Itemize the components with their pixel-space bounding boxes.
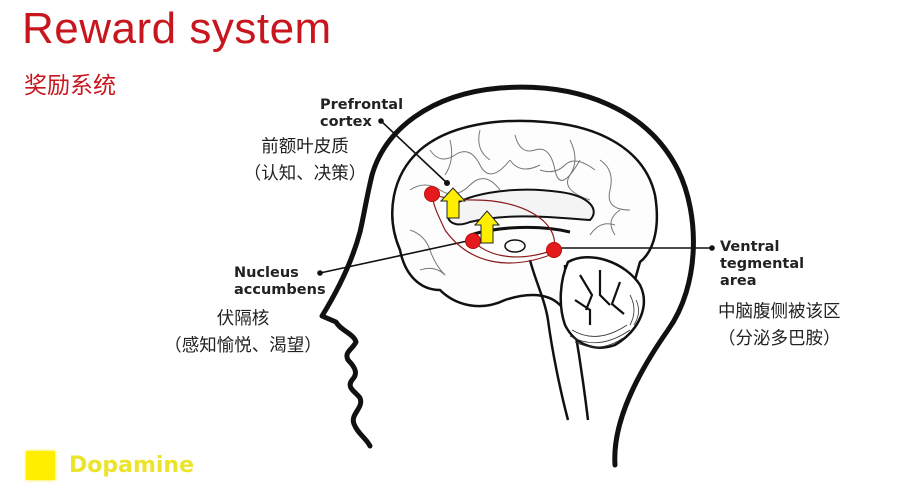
page-title: Reward system: [22, 4, 332, 53]
prefrontal-cortex-marker[interactable]: [424, 186, 440, 202]
dopamine-swatch-icon: [26, 451, 55, 480]
nucleus-accumbens-label-cn: 伏隔核 （感知愉悦、渴望）: [148, 306, 338, 360]
legend: Dopamine: [26, 451, 194, 480]
label-line: accumbens: [234, 282, 326, 298]
prefrontal-cortex-label-en: Prefrontal cortex: [320, 97, 403, 131]
label-line: area: [720, 273, 757, 289]
label-line: cortex: [320, 114, 372, 130]
cerebellum: [559, 256, 646, 349]
region-function-cn: （感知愉悦、渴望）: [164, 336, 322, 356]
ventral-tegmental-area-label-en: Ventral tegmental area: [720, 239, 804, 290]
nucleus-accumbens-marker[interactable]: [465, 233, 481, 249]
prefrontal-cortex-label-cn: 前额叶皮质 （认知、决策）: [225, 134, 385, 188]
region-function-cn: （认知、决策）: [243, 164, 367, 184]
region-name-cn: 前额叶皮质: [261, 137, 349, 157]
head-outline: [319, 84, 696, 468]
label-line: Nucleus: [234, 265, 299, 281]
label-line: Prefrontal: [320, 97, 404, 113]
ventral-tegmental-area-label-cn: 中脑腹侧被该区 （分泌多巴胺）: [718, 299, 841, 353]
page-subtitle: 奖励系统: [24, 73, 116, 99]
dopamine-arrow-up-icon: [439, 187, 467, 219]
ventral-tegmental-area-marker[interactable]: [546, 242, 562, 258]
pointer-lines: [319, 120, 712, 274]
dopamine-arrow-up-icon: [473, 210, 501, 244]
region-name-cn: 伏隔核: [216, 309, 270, 329]
legend-label: Dopamine: [69, 453, 195, 478]
region-name-cn: 中脑腹侧被该区: [718, 302, 841, 322]
region-function-cn: （分泌多巴胺）: [718, 329, 841, 349]
nucleus-accumbens-label-en: Nucleus accumbens: [234, 265, 326, 299]
label-line: tegmental: [720, 256, 805, 272]
label-line: Ventral: [720, 239, 780, 255]
